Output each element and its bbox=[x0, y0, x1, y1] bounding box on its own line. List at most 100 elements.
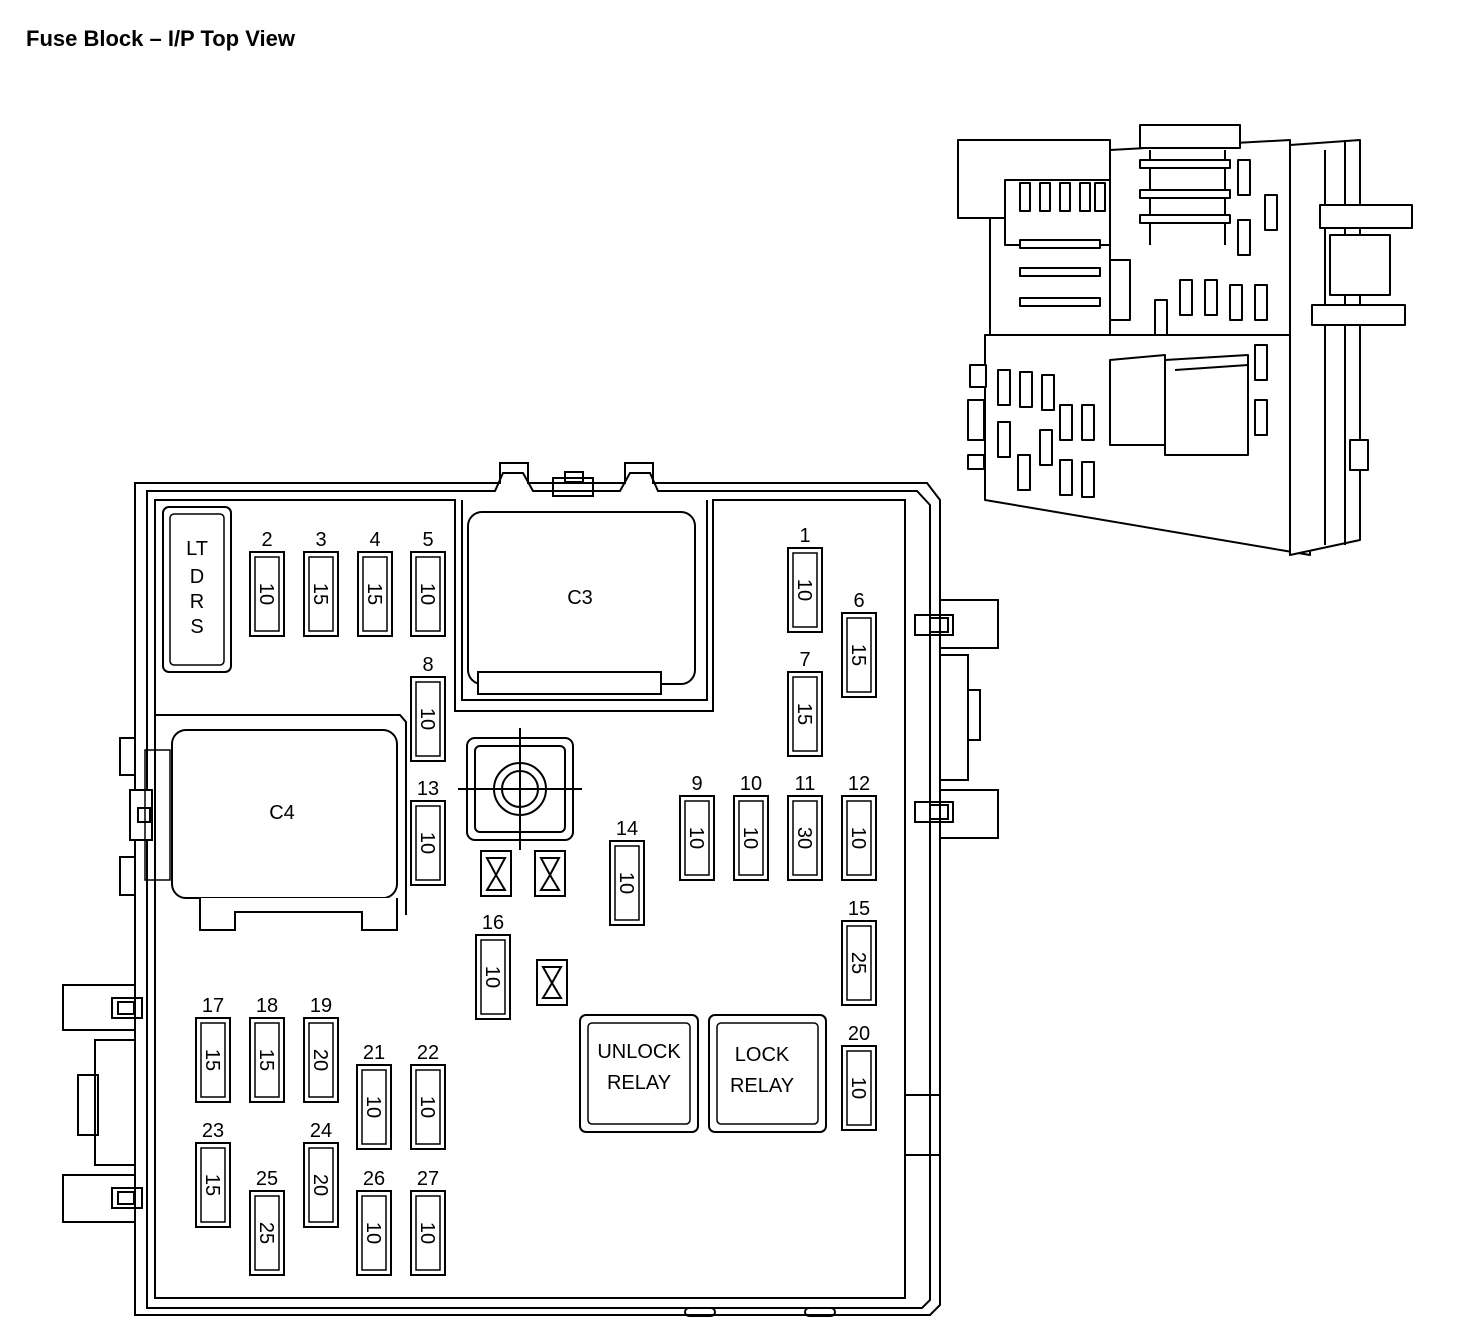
lt-drs-line-1: LT bbox=[186, 538, 208, 560]
fuse-inner bbox=[200, 1147, 226, 1223]
fuse-6: 615 bbox=[841, 590, 877, 698]
fuse-amperage: 10 bbox=[416, 583, 438, 605]
fuse-inner bbox=[792, 552, 818, 628]
fuse-number: 24 bbox=[310, 1120, 332, 1142]
fuse-25: 25 25 bbox=[249, 1168, 285, 1276]
fuse-inner bbox=[254, 1195, 280, 1271]
fuse-amperage: 15 bbox=[847, 644, 869, 666]
connector-c4-label: C4 bbox=[269, 802, 295, 824]
fuse-number: 1 bbox=[799, 525, 810, 547]
fuse-24: 24 20 bbox=[303, 1120, 339, 1228]
fuse-amperage: 10 bbox=[685, 827, 707, 849]
fuse-number: 26 bbox=[363, 1168, 385, 1190]
fuse-inner bbox=[684, 800, 710, 876]
fuse-amperage: 20 bbox=[309, 1174, 331, 1196]
fuse-amperage: 10 bbox=[255, 583, 277, 605]
fuse-number: 8 bbox=[422, 654, 433, 676]
fuse-number: 5 bbox=[422, 529, 433, 551]
fuse-inner bbox=[738, 800, 764, 876]
fuse-number: 27 bbox=[417, 1168, 439, 1190]
fuse-amperage: 25 bbox=[255, 1222, 277, 1244]
fuse-number: 2 bbox=[261, 529, 272, 551]
fuse-number: 15 bbox=[848, 898, 870, 920]
fuse-number: 7 bbox=[799, 649, 810, 671]
lt-drs-block: LT D R S bbox=[162, 506, 232, 673]
fuse-amperage: 30 bbox=[793, 827, 815, 849]
power-stud-terminal bbox=[458, 728, 582, 850]
lock-relay-line-1: LOCK bbox=[735, 1044, 790, 1066]
fuse-inner bbox=[480, 939, 506, 1015]
diagram-title: Fuse Block – I/P Top View bbox=[26, 26, 295, 51]
fuse-number: 16 bbox=[482, 912, 504, 934]
fuse-inner bbox=[846, 925, 872, 1001]
fuse-amperage: 10 bbox=[416, 1222, 438, 1244]
fuse-inner bbox=[415, 1195, 441, 1271]
fuse-amperage: 15 bbox=[309, 583, 331, 605]
fuse-inner bbox=[254, 1022, 280, 1098]
fuse-8: 810 bbox=[410, 654, 446, 762]
fuse-amperage: 15 bbox=[201, 1049, 223, 1071]
lock-relay: LOCK RELAY bbox=[708, 1014, 827, 1133]
fuse-block-isometric-view bbox=[957, 124, 1413, 556]
fuse-number: 20 bbox=[848, 1023, 870, 1045]
fuse-number: 9 bbox=[691, 773, 702, 795]
fuse-amperage: 10 bbox=[416, 832, 438, 854]
fuse-amperage: 15 bbox=[201, 1174, 223, 1196]
fuse-3: 315 bbox=[303, 529, 339, 637]
fuse-inner bbox=[254, 556, 280, 632]
fuse-22: 22 10 bbox=[410, 1042, 446, 1150]
fuse-number: 13 bbox=[417, 778, 439, 800]
fuse-number: 19 bbox=[310, 995, 332, 1017]
fuse-number: 4 bbox=[369, 529, 380, 551]
diode-components bbox=[480, 850, 568, 1006]
fuse-inner bbox=[792, 676, 818, 752]
fuse-10: 10 10 bbox=[733, 773, 769, 881]
fuse-amperage: 10 bbox=[847, 1077, 869, 1099]
fuse-amperage: 15 bbox=[363, 583, 385, 605]
fuse-4: 4 15 bbox=[357, 529, 393, 637]
fuse-number: 10 bbox=[740, 773, 762, 795]
fuse-amperage: 10 bbox=[481, 966, 503, 988]
fuse-inner bbox=[362, 556, 388, 632]
connector-c3: C3 bbox=[461, 500, 708, 701]
fuse-7: 7 15 bbox=[787, 649, 823, 757]
fuse-2: 2 10 bbox=[249, 529, 285, 637]
fuse-amperage: 25 bbox=[847, 952, 869, 974]
fuse-amperage: 10 bbox=[739, 827, 761, 849]
fuse-amperage: 10 bbox=[362, 1096, 384, 1118]
fuse-number: 22 bbox=[417, 1042, 439, 1064]
fuse-1: 110 bbox=[787, 525, 823, 633]
lt-drs-line-3: R bbox=[190, 591, 204, 613]
unlock-relay-line-2: RELAY bbox=[607, 1072, 671, 1094]
fuse-inner bbox=[308, 1147, 334, 1223]
fuse-amperage: 20 bbox=[309, 1049, 331, 1071]
fuse-number: 23 bbox=[202, 1120, 224, 1142]
connector-c3-label: C3 bbox=[567, 587, 593, 609]
fuse-inner bbox=[200, 1022, 226, 1098]
fuse-inner bbox=[415, 1069, 441, 1145]
fuse-number: 25 bbox=[256, 1168, 278, 1190]
lt-drs-line-4: S bbox=[190, 616, 203, 638]
fuse-number: 14 bbox=[616, 818, 638, 840]
fuse-5: 5 10 bbox=[410, 529, 446, 637]
lt-drs-line-2: D bbox=[190, 566, 204, 588]
fuse-inner bbox=[415, 805, 441, 881]
fuse-inner bbox=[361, 1195, 387, 1271]
fuse-inner bbox=[308, 1022, 334, 1098]
fuse-amperage: 15 bbox=[793, 703, 815, 725]
unlock-relay: UNLOCK RELAY bbox=[579, 1014, 699, 1133]
fuse-inner bbox=[846, 800, 872, 876]
fuse-amperage: 10 bbox=[416, 1096, 438, 1118]
fuse-number: 17 bbox=[202, 995, 224, 1017]
